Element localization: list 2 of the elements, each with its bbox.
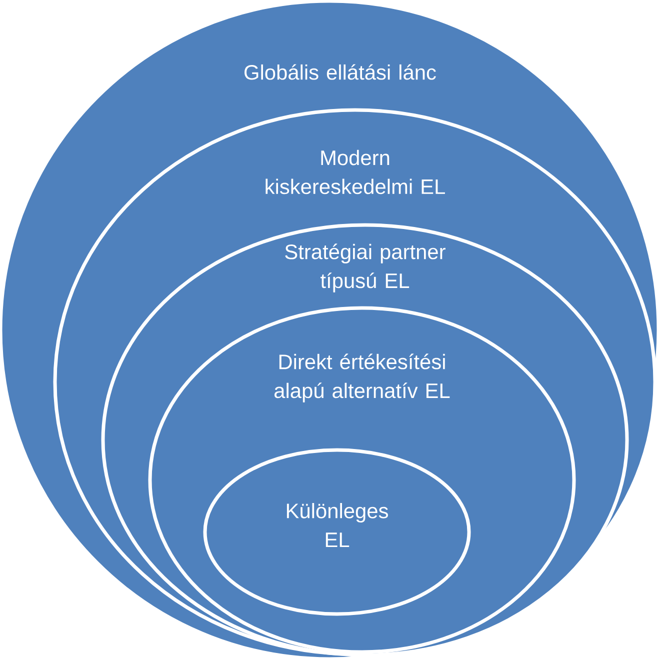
node-label: Modern kiskereskedelmi EL [266, 150, 445, 194]
node-label: Stratégiai partner típusú EL [285, 244, 446, 292]
